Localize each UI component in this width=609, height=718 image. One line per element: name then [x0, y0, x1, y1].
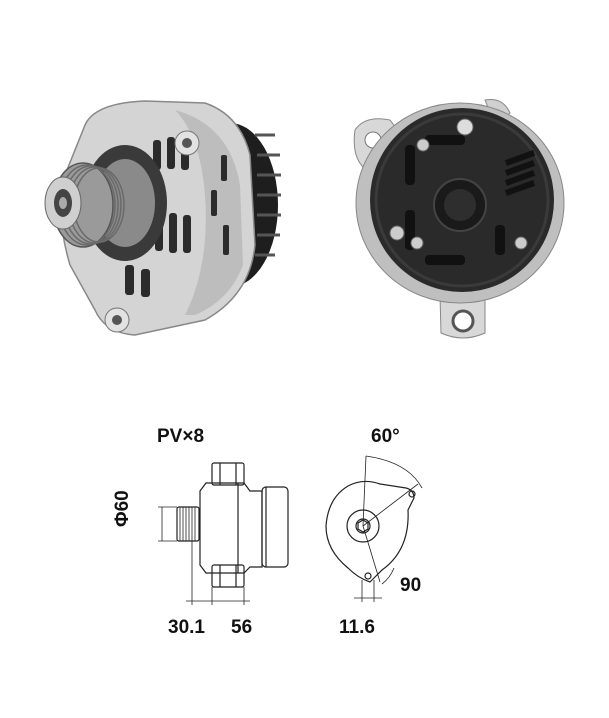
body-length-label: 56: [231, 617, 253, 638]
end-view-dimension-drawing: [318, 450, 438, 610]
pulley-type-label: PV×8: [157, 426, 205, 447]
mount-angle-label: 60°: [371, 426, 400, 447]
hole-offset-label: 11.6: [339, 617, 375, 638]
pulley-diameter-label: Φ60: [112, 490, 133, 527]
mount-angle-2-label: 90: [400, 575, 422, 596]
alternator-rear-view-image: [345, 95, 575, 345]
side-view-dimension-drawing: [150, 455, 300, 615]
pulley-offset-label: 30.1: [168, 617, 205, 638]
alternator-front-view-image: [25, 95, 290, 345]
